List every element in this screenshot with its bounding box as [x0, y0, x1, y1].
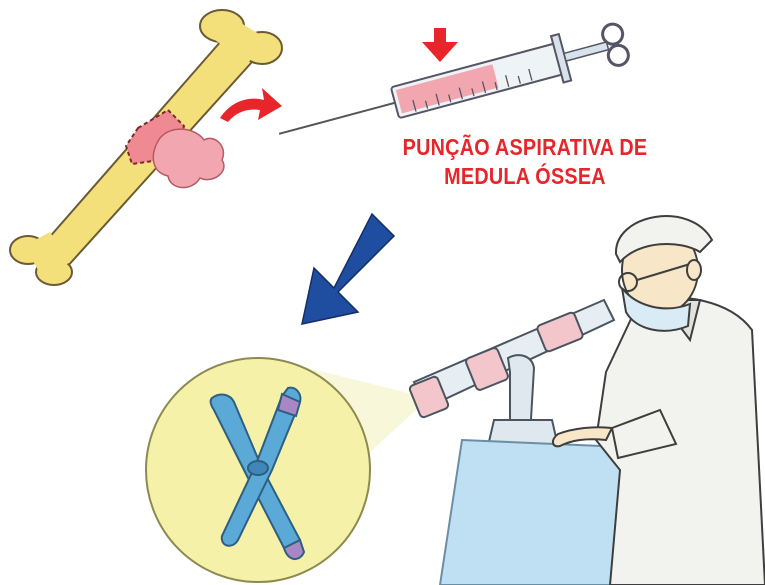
procedure-caption: PUNÇÃO ASPIRATIVA DE MEDULA ÓSSEA	[383, 133, 667, 191]
down-arrow-icon	[422, 28, 458, 62]
caption-line-1: PUNÇÃO ASPIRATIVA DE	[383, 133, 667, 162]
microscope-icon	[409, 300, 614, 446]
caption-line-2: MEDULA ÓSSEA	[383, 162, 667, 191]
magnified-view	[146, 358, 420, 582]
big-blue-arrow-icon	[302, 214, 394, 324]
femur-bone-icon	[10, 10, 282, 285]
marrow-sample	[153, 129, 224, 187]
transfer-arrow-icon	[220, 88, 282, 122]
